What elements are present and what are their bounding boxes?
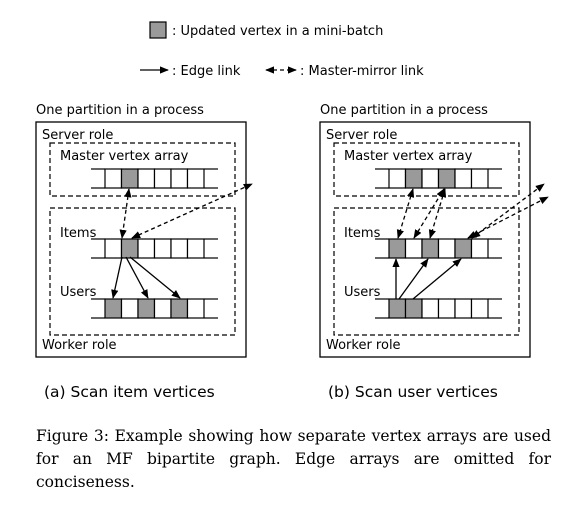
panel-b-user-vertex-cell-updated	[404, 298, 423, 319]
panel-a-user-vertex-cell-updated	[137, 298, 156, 319]
panel-b-subcaption: (b) Scan user vertices	[328, 383, 498, 401]
panel-b-user-vertex-cell	[454, 298, 473, 319]
panel-a-item-array	[91, 238, 218, 259]
panel-b-items-label: Items	[344, 226, 381, 241]
panel-b-user-vertex-cell	[470, 298, 489, 319]
panel-b-partition-box	[319, 121, 531, 358]
panel-b-remote-master-mirror-link-2	[471, 183, 545, 239]
panel-b-master-mirror-link-cross	[413, 188, 445, 239]
panel-b-edge-user2-item5	[412, 258, 462, 300]
panel-b-master-vertex-cell-updated	[437, 168, 456, 189]
panel-b-master-array-label: Master vertex array	[344, 149, 473, 164]
panel-b-item-vertex-cell	[437, 238, 456, 259]
panel-b-user-vertex-cell	[437, 298, 456, 319]
panel-a-worker-role: Worker role	[42, 338, 117, 353]
panel-a-master-mirror-link	[119, 188, 132, 239]
panel-a-item-vertex-cell	[104, 238, 123, 259]
panel-a-users-label: Users	[60, 285, 97, 300]
legend-master-mirror-label: : Master-mirror link	[300, 64, 424, 79]
panel-a-master-vertex-cell	[170, 168, 189, 189]
legend-edge-link-label: : Edge link	[172, 64, 241, 79]
panel-b-users-label: Users	[344, 285, 381, 300]
panel-a-partition-box	[35, 121, 247, 358]
panel-a-master-vertex-cell	[104, 168, 123, 189]
panel-b-master-vertex-cell	[388, 168, 407, 189]
panel-b-worker-role: Worker role	[326, 338, 401, 353]
panel-b-master-array	[375, 168, 502, 189]
panel-b-user-array	[375, 298, 502, 319]
panel-a-item-vertex-cell	[153, 238, 172, 259]
panel-b-master-vertex-cell	[421, 168, 440, 189]
panel-b-user-vertex-cell	[421, 298, 440, 319]
panel-a-user-vertex-cell	[153, 298, 172, 319]
panel-b-item-vertex-cell-updated	[421, 238, 440, 259]
panel-b-master-vertex-cell	[454, 168, 473, 189]
panel-b-item-vertex-cell-updated	[388, 238, 407, 259]
panel-b-item-vertex-cell-updated	[454, 238, 473, 259]
panel-a-edge-item-user5	[129, 256, 181, 299]
panel-a-server-role: Server role	[42, 128, 113, 143]
panel-a-master-vertex-cell-updated	[120, 168, 139, 189]
panel-b-user-vertex-cell-updated	[388, 298, 407, 319]
panel-a-items-label: Items	[60, 226, 97, 241]
panel-a-item-vertex-cell	[137, 238, 156, 259]
panel-a-item-vertex-cell-updated	[120, 238, 139, 259]
panel-a-user-array	[91, 298, 218, 319]
panel-a-user-vertex-cell	[120, 298, 139, 319]
legend-updated-vertex-swatch	[149, 21, 167, 39]
panel-b-item-vertex-cell	[404, 238, 423, 259]
panel-a-master-array	[91, 168, 218, 189]
panel-a-master-array-label: Master vertex array	[60, 149, 189, 164]
legend: : Updated vertex in a mini-batch : Edge …	[140, 21, 424, 79]
panel-a-edge-item-user1	[111, 256, 123, 299]
panel-b-master-mirror-link-1	[396, 188, 415, 239]
panel-a-subcaption: (a) Scan item vertices	[44, 383, 215, 401]
panel-b-master-vertex-cell-updated	[404, 168, 423, 189]
legend-updated-vertex-label: : Updated vertex in a mini-batch	[172, 24, 383, 39]
panel-a-master-vertex-cell	[186, 168, 205, 189]
panel-b-item-vertex-cell	[470, 238, 489, 259]
panel-a-item-vertex-cell	[170, 238, 189, 259]
panel-a-remote-master-mirror-link	[131, 183, 253, 239]
panel-b: One partition in a process Server role M…	[319, 103, 549, 401]
panel-a-master-vertex-cell	[153, 168, 172, 189]
panel-a-user-vertex-cell-updated	[170, 298, 189, 319]
panel-b-partition-title: One partition in a process	[320, 103, 488, 118]
panel-a-user-vertex-cell-updated	[104, 298, 123, 319]
panel-a: One partition in a process Server role M…	[35, 103, 253, 401]
panel-a-partition-title: One partition in a process	[36, 103, 204, 118]
figure-caption: Figure 3: Example showing how separate v…	[36, 427, 551, 491]
panel-b-edge-user1-item3	[398, 258, 429, 300]
panel-a-item-vertex-cell	[186, 238, 205, 259]
panel-b-master-vertex-cell	[470, 168, 489, 189]
panel-a-edge-item-user3	[125, 256, 149, 299]
panel-b-item-array	[375, 238, 502, 259]
panel-a-user-vertex-cell	[186, 298, 205, 319]
panel-b-server-role: Server role	[326, 128, 397, 143]
panel-a-master-vertex-cell	[137, 168, 156, 189]
